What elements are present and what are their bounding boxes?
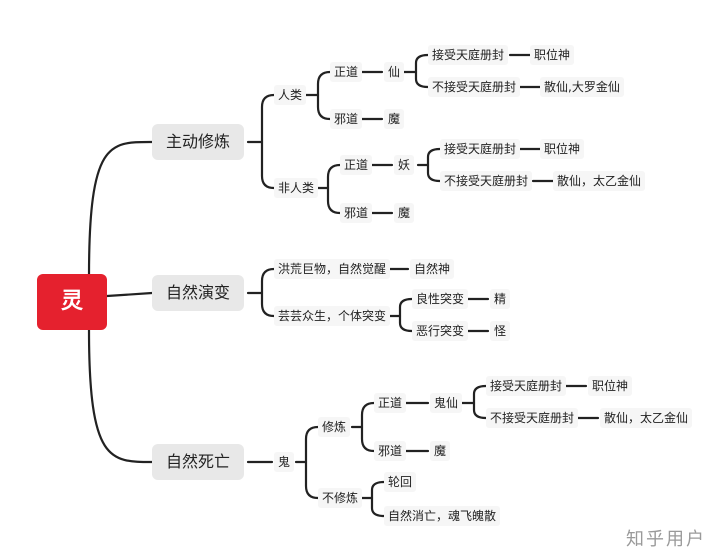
connector-root-natural [105,291,154,298]
root-node[interactable]: 灵 [37,274,107,330]
node-free-immortal-3[interactable]: 散仙，太乙金仙 [600,408,693,428]
bracket-natural [260,267,276,318]
bracket-cultivate [360,401,376,453]
branch-natural-death[interactable]: 自然死亡 [152,444,245,480]
node-accept-heaven-3[interactable]: 接受天庭册封 [486,376,567,396]
node-cultivate[interactable]: 修炼 [318,417,351,437]
node-official-god-3[interactable]: 职位神 [588,376,633,396]
node-nonhuman[interactable]: 非人类 [274,178,319,198]
bracket-immortal [414,53,430,89]
node-accept-heaven-1[interactable]: 接受天庭册封 [428,45,509,65]
node-nature-god[interactable]: 自然神 [410,259,455,279]
node-decline-heaven-1[interactable]: 不接受天庭册封 [428,77,521,97]
branch-natural-evolution[interactable]: 自然演变 [152,275,245,311]
node-decline-heaven-2[interactable]: 不接受天庭册封 [440,171,533,191]
node-nonhuman-evil[interactable]: 邪道 [340,203,373,223]
node-mutate[interactable]: 芸芸众生，个体突变 [274,306,391,326]
node-decline-heaven-3[interactable]: 不接受天庭册封 [486,408,579,428]
node-official-god-1[interactable]: 职位神 [530,45,575,65]
watermark: 知乎用户 [626,529,706,550]
connector-root-death [87,328,154,464]
node-accept-heaven-2[interactable]: 接受天庭册封 [440,139,521,159]
node-ghost[interactable]: 鬼 [274,452,295,472]
node-awaken[interactable]: 洪荒巨物，自然觉醒 [274,259,391,279]
node-human-evil[interactable]: 邪道 [330,109,363,129]
node-monster[interactable]: 怪 [490,321,511,341]
bracket-mutate [398,297,414,333]
node-immortal[interactable]: 仙 [384,62,405,82]
node-bad-mutation[interactable]: 恶行突变 [412,321,469,341]
bracket-active [260,93,276,190]
node-human-righteous[interactable]: 正道 [330,62,363,82]
node-free-immortal-2[interactable]: 散仙，太乙金仙 [553,171,646,191]
node-no-cultivate[interactable]: 不修炼 [318,488,363,508]
node-vanish[interactable]: 自然消亡，魂飞魄散 [384,506,501,526]
node-devil-1[interactable]: 魔 [384,109,405,129]
node-good-mutation[interactable]: 良性突变 [412,289,469,309]
bracket-demon [426,147,442,183]
bracket-ghost-immortal [472,384,488,420]
node-reincarnate[interactable]: 轮回 [384,472,417,492]
bracket-human [316,70,332,121]
branch-active-cultivation[interactable]: 主动修炼 [152,124,245,160]
bracket-nonhuman [326,163,342,215]
node-ghost-righteous[interactable]: 正道 [374,393,407,413]
bracket-ghost [304,425,320,500]
bracket-no-cultivate [370,480,386,518]
connector-root-active [87,140,154,278]
node-devil-3[interactable]: 魔 [430,441,451,461]
node-free-immortal-1[interactable]: 散仙,大罗金仙 [540,77,624,97]
node-devil-2[interactable]: 魔 [394,203,415,223]
node-ghost-evil[interactable]: 邪道 [374,441,407,461]
node-official-god-2[interactable]: 职位神 [540,139,585,159]
node-spirit[interactable]: 精 [490,289,511,309]
node-ghost-immortal[interactable]: 鬼仙 [430,393,463,413]
node-nonhuman-righteous[interactable]: 正道 [340,155,373,175]
node-human[interactable]: 人类 [274,85,307,105]
node-demon[interactable]: 妖 [394,155,415,175]
